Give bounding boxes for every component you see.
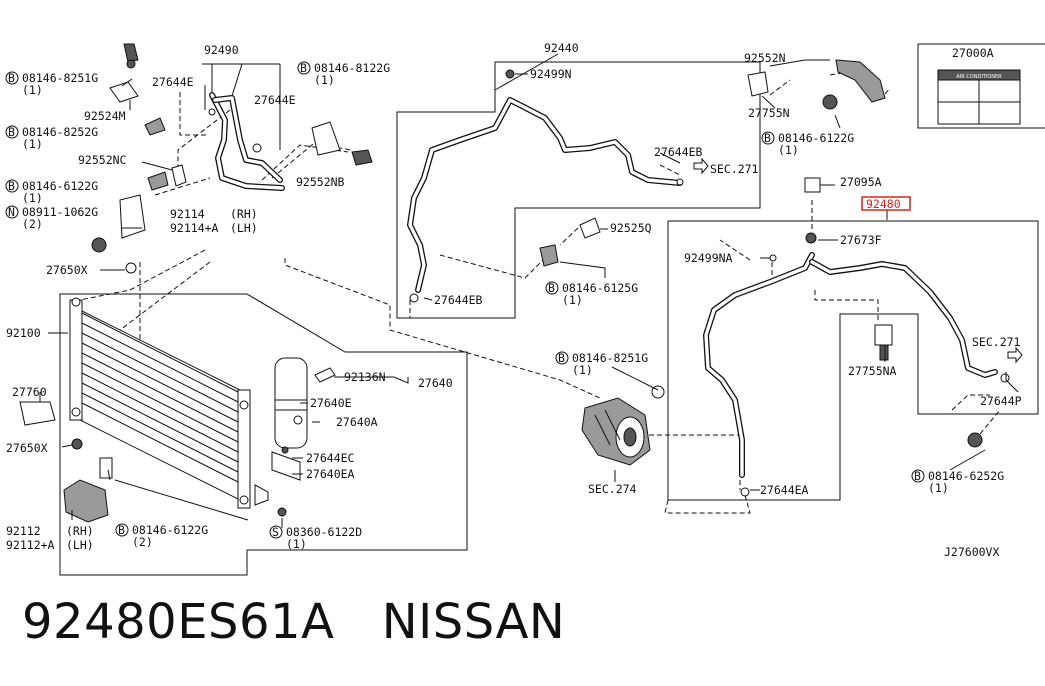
label-27095A: 27095A [840, 175, 882, 189]
label-27640E: 27640E [310, 396, 352, 410]
label-92112: 92112 [6, 524, 41, 538]
label-27644EB-b: 27644EB [434, 293, 483, 307]
bolt-08146-8251G-a: 08146-8251G [22, 71, 98, 85]
prefix-n-1: N [8, 205, 15, 219]
qty-08146-6122G-b: (1) [778, 143, 799, 157]
bolt-08146-6252G: 08146-6252G [928, 469, 1004, 483]
condenser-92100 [69, 297, 269, 509]
prefix-b-5: B [764, 131, 771, 145]
prefix-b-4: B [300, 61, 307, 75]
label-92525Q: 92525Q [610, 221, 652, 235]
label-27644EC: 27644EC [306, 451, 355, 465]
prefix-s-1: S [272, 525, 279, 539]
prefix-b-1: B [8, 71, 15, 85]
arrow-sec271-b [1007, 346, 1023, 364]
compressor-sec274 [581, 385, 665, 466]
nut-08911-1062G: 08911-1062G [22, 205, 98, 219]
label-27673F: 27673F [840, 233, 882, 247]
label-27640A: 27640A [336, 415, 378, 429]
qty-08911-1062G: (2) [22, 217, 43, 231]
label-92112-rh: (RH) [66, 524, 94, 538]
label-92440: 92440 [544, 41, 579, 55]
label-92100: 92100 [6, 326, 41, 340]
label-92524M: 92524M [84, 109, 126, 123]
ac-label-27000A: AIR CONDITIONER [937, 69, 1021, 125]
label-92552NC: 92552NC [78, 153, 127, 167]
bolt-08146-8122G: 08146-8122G [314, 61, 390, 75]
bolt-08146-6125G: 08146-6125G [562, 281, 638, 295]
label-27644E-a: 27644E [152, 75, 194, 89]
label-27650X-a: 27650X [46, 263, 88, 277]
bolt-08146-8252G: 08146-8252G [22, 125, 98, 139]
label-92552NB: 92552NB [296, 175, 345, 189]
label-92114-rh: (RH) [230, 207, 258, 221]
bolt-08146-6122G-c: 08146-6122G [132, 523, 208, 537]
label-27650X-b: 27650X [6, 441, 48, 455]
qty-08146-8251G-b: (1) [572, 363, 593, 377]
qty-08146-8122G: (1) [314, 73, 335, 87]
label-27755N: 27755N [748, 106, 790, 120]
refrigerant-pipes [209, 92, 998, 478]
label-27640: 27640 [418, 376, 453, 390]
label-27644E-b: 27644E [254, 93, 296, 107]
qty-08360-6122D: (1) [286, 537, 307, 551]
label-92136N: 92136N [344, 370, 386, 384]
qty-08146-8251G-a: (1) [22, 83, 43, 97]
label-92112-lh: (LH) [66, 538, 94, 552]
prefix-b-8: B [914, 469, 921, 483]
label-92552N: 92552N [744, 51, 786, 65]
label-27644EA: 27644EA [760, 483, 809, 497]
bolt-08146-6122G-a: 08146-6122G [22, 179, 98, 193]
prefix-b-9: B [118, 523, 125, 537]
caption-brand: NISSAN [381, 594, 566, 650]
prefix-b-3: B [8, 179, 15, 193]
caption-part-number: 92480ES61A [22, 594, 335, 650]
label-sec271-b: SEC.271 [972, 335, 1021, 349]
qty-08146-6125G: (1) [562, 293, 583, 307]
receiver-drier-27640 [271, 357, 336, 517]
fastener-labels: B 08146-8251G (1) B 08146-8252G (1) B 08… [5, 61, 1004, 551]
leader-lines [39, 53, 1019, 528]
prefix-b-2: B [8, 125, 15, 139]
callout-labels: 92490 27644E 27644E 92524M 92552NC 92552… [6, 41, 1022, 559]
label-92499NA: 92499NA [684, 251, 733, 265]
label-92499N: 92499N [530, 67, 572, 81]
label-92114-lh: (LH) [230, 221, 258, 235]
label-27640EA: 27640EA [306, 467, 355, 481]
label-92490: 92490 [204, 43, 239, 57]
label-27755NA: 27755NA [848, 364, 897, 378]
label-92114-a: 92114+A [170, 221, 219, 235]
qty-08146-6252G: (1) [928, 481, 949, 495]
arrow-sec271-a [693, 157, 709, 175]
label-27000A: 27000A [952, 46, 994, 60]
highlight-box-92480 [861, 196, 911, 211]
prefix-b-7: B [558, 351, 565, 365]
qty-08146-8252G: (1) [22, 137, 43, 151]
diagram-code: J27600VX [944, 545, 999, 559]
frames [59, 43, 1045, 576]
qty-08146-6122G-c: (2) [132, 535, 153, 549]
qty-08146-6122G-a: (1) [22, 191, 43, 205]
direction-arrows [693, 157, 1023, 364]
part-caption: 92480ES61A NISSAN [22, 594, 565, 650]
label-27760: 27760 [12, 385, 47, 399]
prefix-b-6: B [548, 281, 555, 295]
label-92480: 92480 [866, 197, 901, 211]
label-92112-a: 92112+A [6, 538, 55, 552]
ac-label-text: AIR CONDITIONER [956, 74, 1002, 80]
label-92114: 92114 [170, 207, 205, 221]
label-27644EB-a: 27644EB [654, 145, 703, 159]
screw-08360-6122D: 08360-6122D [286, 525, 362, 539]
label-sec274: SEC.274 [588, 482, 637, 496]
label-27644P: 27644P [980, 394, 1022, 408]
bolt-08146-6122G-b: 08146-6122G [778, 131, 854, 145]
label-sec271-a: SEC.271 [710, 162, 759, 176]
bolt-08146-8251G-b: 08146-8251G [572, 351, 648, 365]
small-parts [19, 43, 1010, 523]
